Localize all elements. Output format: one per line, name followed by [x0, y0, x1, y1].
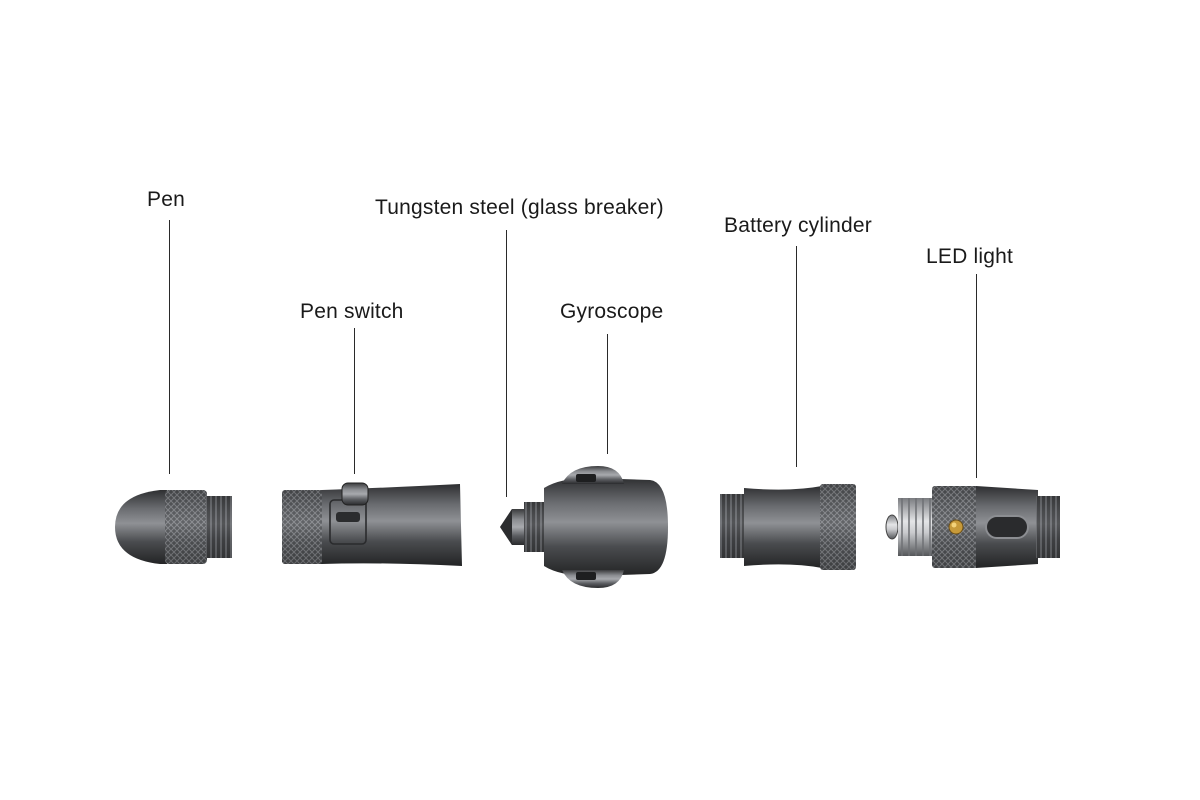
pen-tip-part — [115, 490, 232, 564]
battery-cylinder-part — [720, 484, 856, 570]
pen-switch-part — [282, 483, 462, 566]
led-light-part — [886, 486, 1060, 568]
gyroscope-part — [500, 466, 668, 588]
